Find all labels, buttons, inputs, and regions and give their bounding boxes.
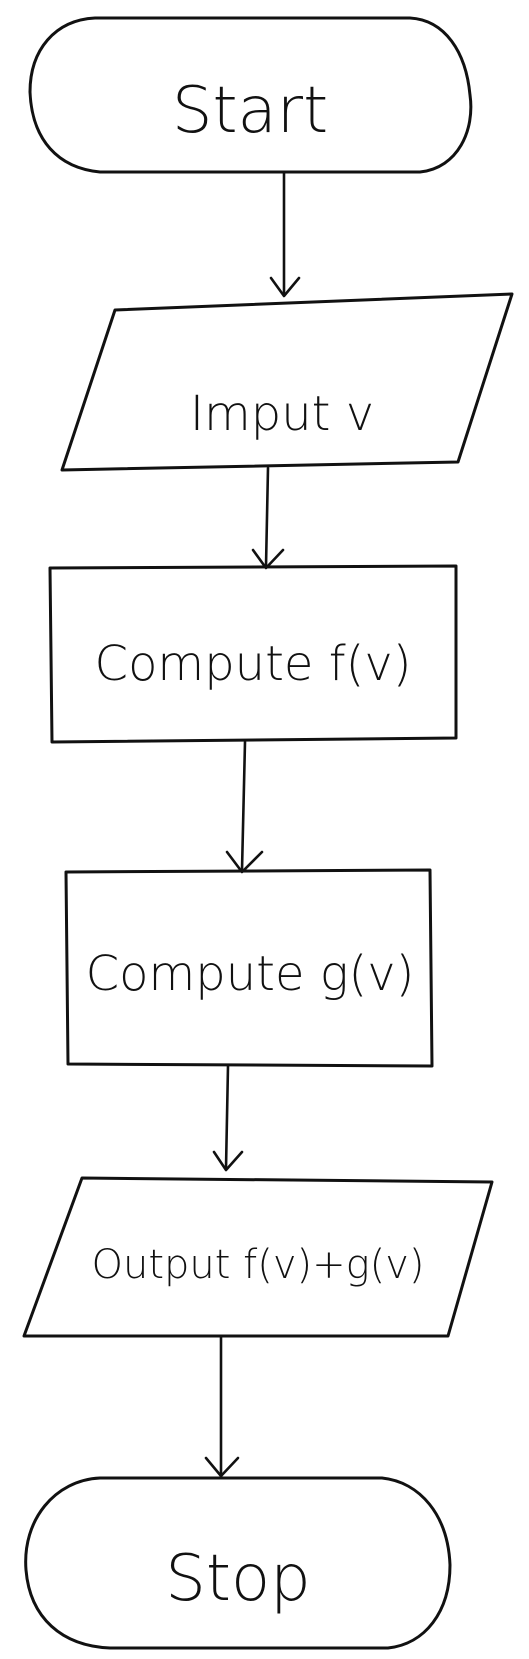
compute-f-node-label: Compute f(v): [95, 636, 412, 692]
compute-f-node: Compute f(v): [48, 564, 458, 744]
edge-computeg-output-arrowhead: [212, 1150, 244, 1172]
input-node-shape: [60, 292, 514, 472]
edge-output-stop: [204, 1334, 240, 1478]
compute-g-node: Compute g(v): [64, 868, 434, 1068]
edge-input-computef-arrowhead: [251, 548, 285, 570]
edge-input-computef-line: [264, 466, 270, 568]
compute-f-node-shape: [48, 564, 458, 744]
edge-computeg-output: [212, 1064, 244, 1172]
edge-output-stop-arrowhead: [204, 1456, 240, 1478]
input-node: Imput v: [60, 292, 514, 472]
edge-computef-computeg: [225, 740, 264, 874]
compute-g-node-label: Compute g(v): [86, 946, 415, 1002]
edge-computeg-output-line: [224, 1064, 230, 1170]
edge-start-input: [269, 170, 301, 298]
input-node-label: Imput v: [190, 386, 374, 442]
edge-computef-computeg-line: [240, 740, 247, 872]
start-node-shape: [28, 16, 473, 174]
output-node: Output f(v)+g(v): [22, 1176, 494, 1338]
stop-node-shape: [24, 1476, 452, 1650]
start-node: Start: [28, 16, 473, 174]
compute-g-node-shape: [64, 868, 434, 1068]
output-node-shape: [22, 1176, 494, 1338]
edge-start-input-arrowhead: [269, 276, 301, 298]
edge-input-computef: [251, 466, 285, 570]
stop-node-label: Stop: [165, 1542, 311, 1616]
start-node-label: Start: [172, 74, 328, 148]
stop-node: Stop: [24, 1476, 452, 1650]
edge-computef-computeg-arrowhead: [225, 850, 264, 874]
output-node-label: Output f(v)+g(v): [91, 1242, 424, 1288]
